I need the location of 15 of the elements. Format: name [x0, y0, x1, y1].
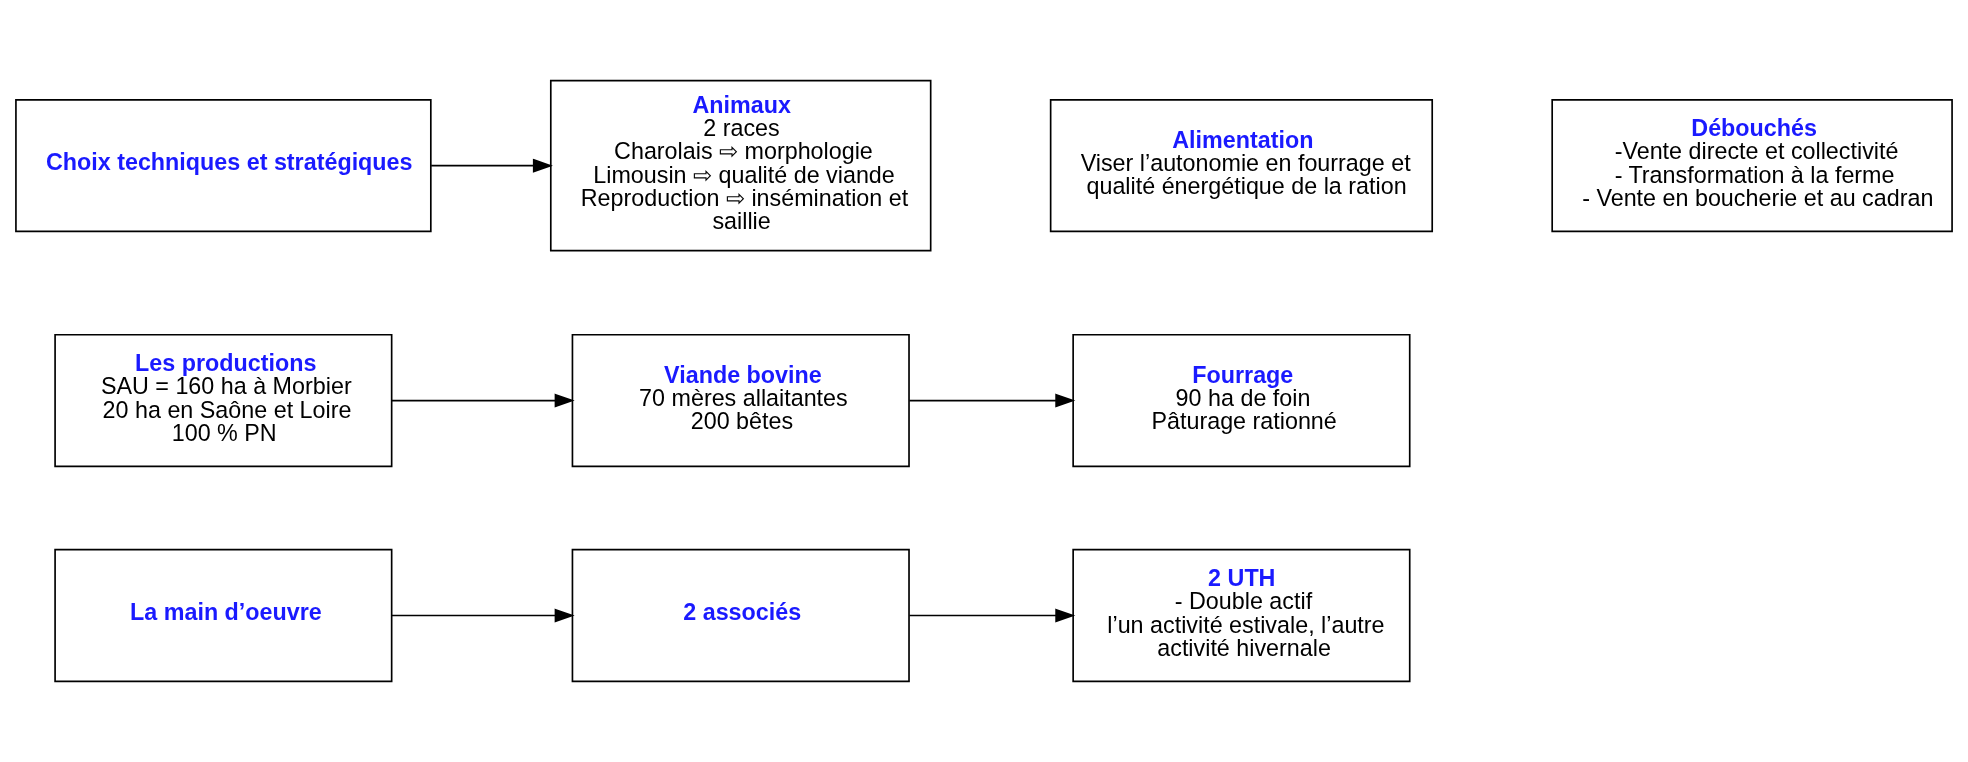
node-box: 2 associés: [571, 548, 910, 683]
node-box: Fourrage 90 ha de foin Pâturage rationné: [1072, 333, 1411, 468]
node-box: Animaux 2 races Charolais ⇨ morphologie Limousin ⇨ qualité de viande Reproduction ⇨ insémination et saillie: [549, 79, 932, 252]
node-box: La main d’oeuvre: [54, 548, 393, 683]
node-box: 2 UTH - Double actif l’un activité estivale, l’autre activité hivernale: [1072, 548, 1411, 683]
node-box: Les productions SAU = 160 ha à Morbier 20 ha en Saône et Loire 100 % PN: [54, 333, 393, 468]
node-box: Alimentation Viser l’autonomie en fourrage et qualité énergétique de la ration: [1049, 99, 1434, 233]
arrow: [391, 393, 575, 408]
node-box: Débouchés -Vente directe et collectivité - Transformation à la ferme - Vente en boucherie et au cadran: [1551, 99, 1953, 233]
arrow: [908, 608, 1076, 623]
arrow: [908, 393, 1076, 408]
arrow: [430, 158, 553, 173]
node-box: Viande bovine 70 mères allaitantes 200 bêtes: [571, 333, 910, 468]
node-box: Choix techniques et stratégiques: [15, 99, 432, 233]
arrow: [391, 608, 575, 623]
